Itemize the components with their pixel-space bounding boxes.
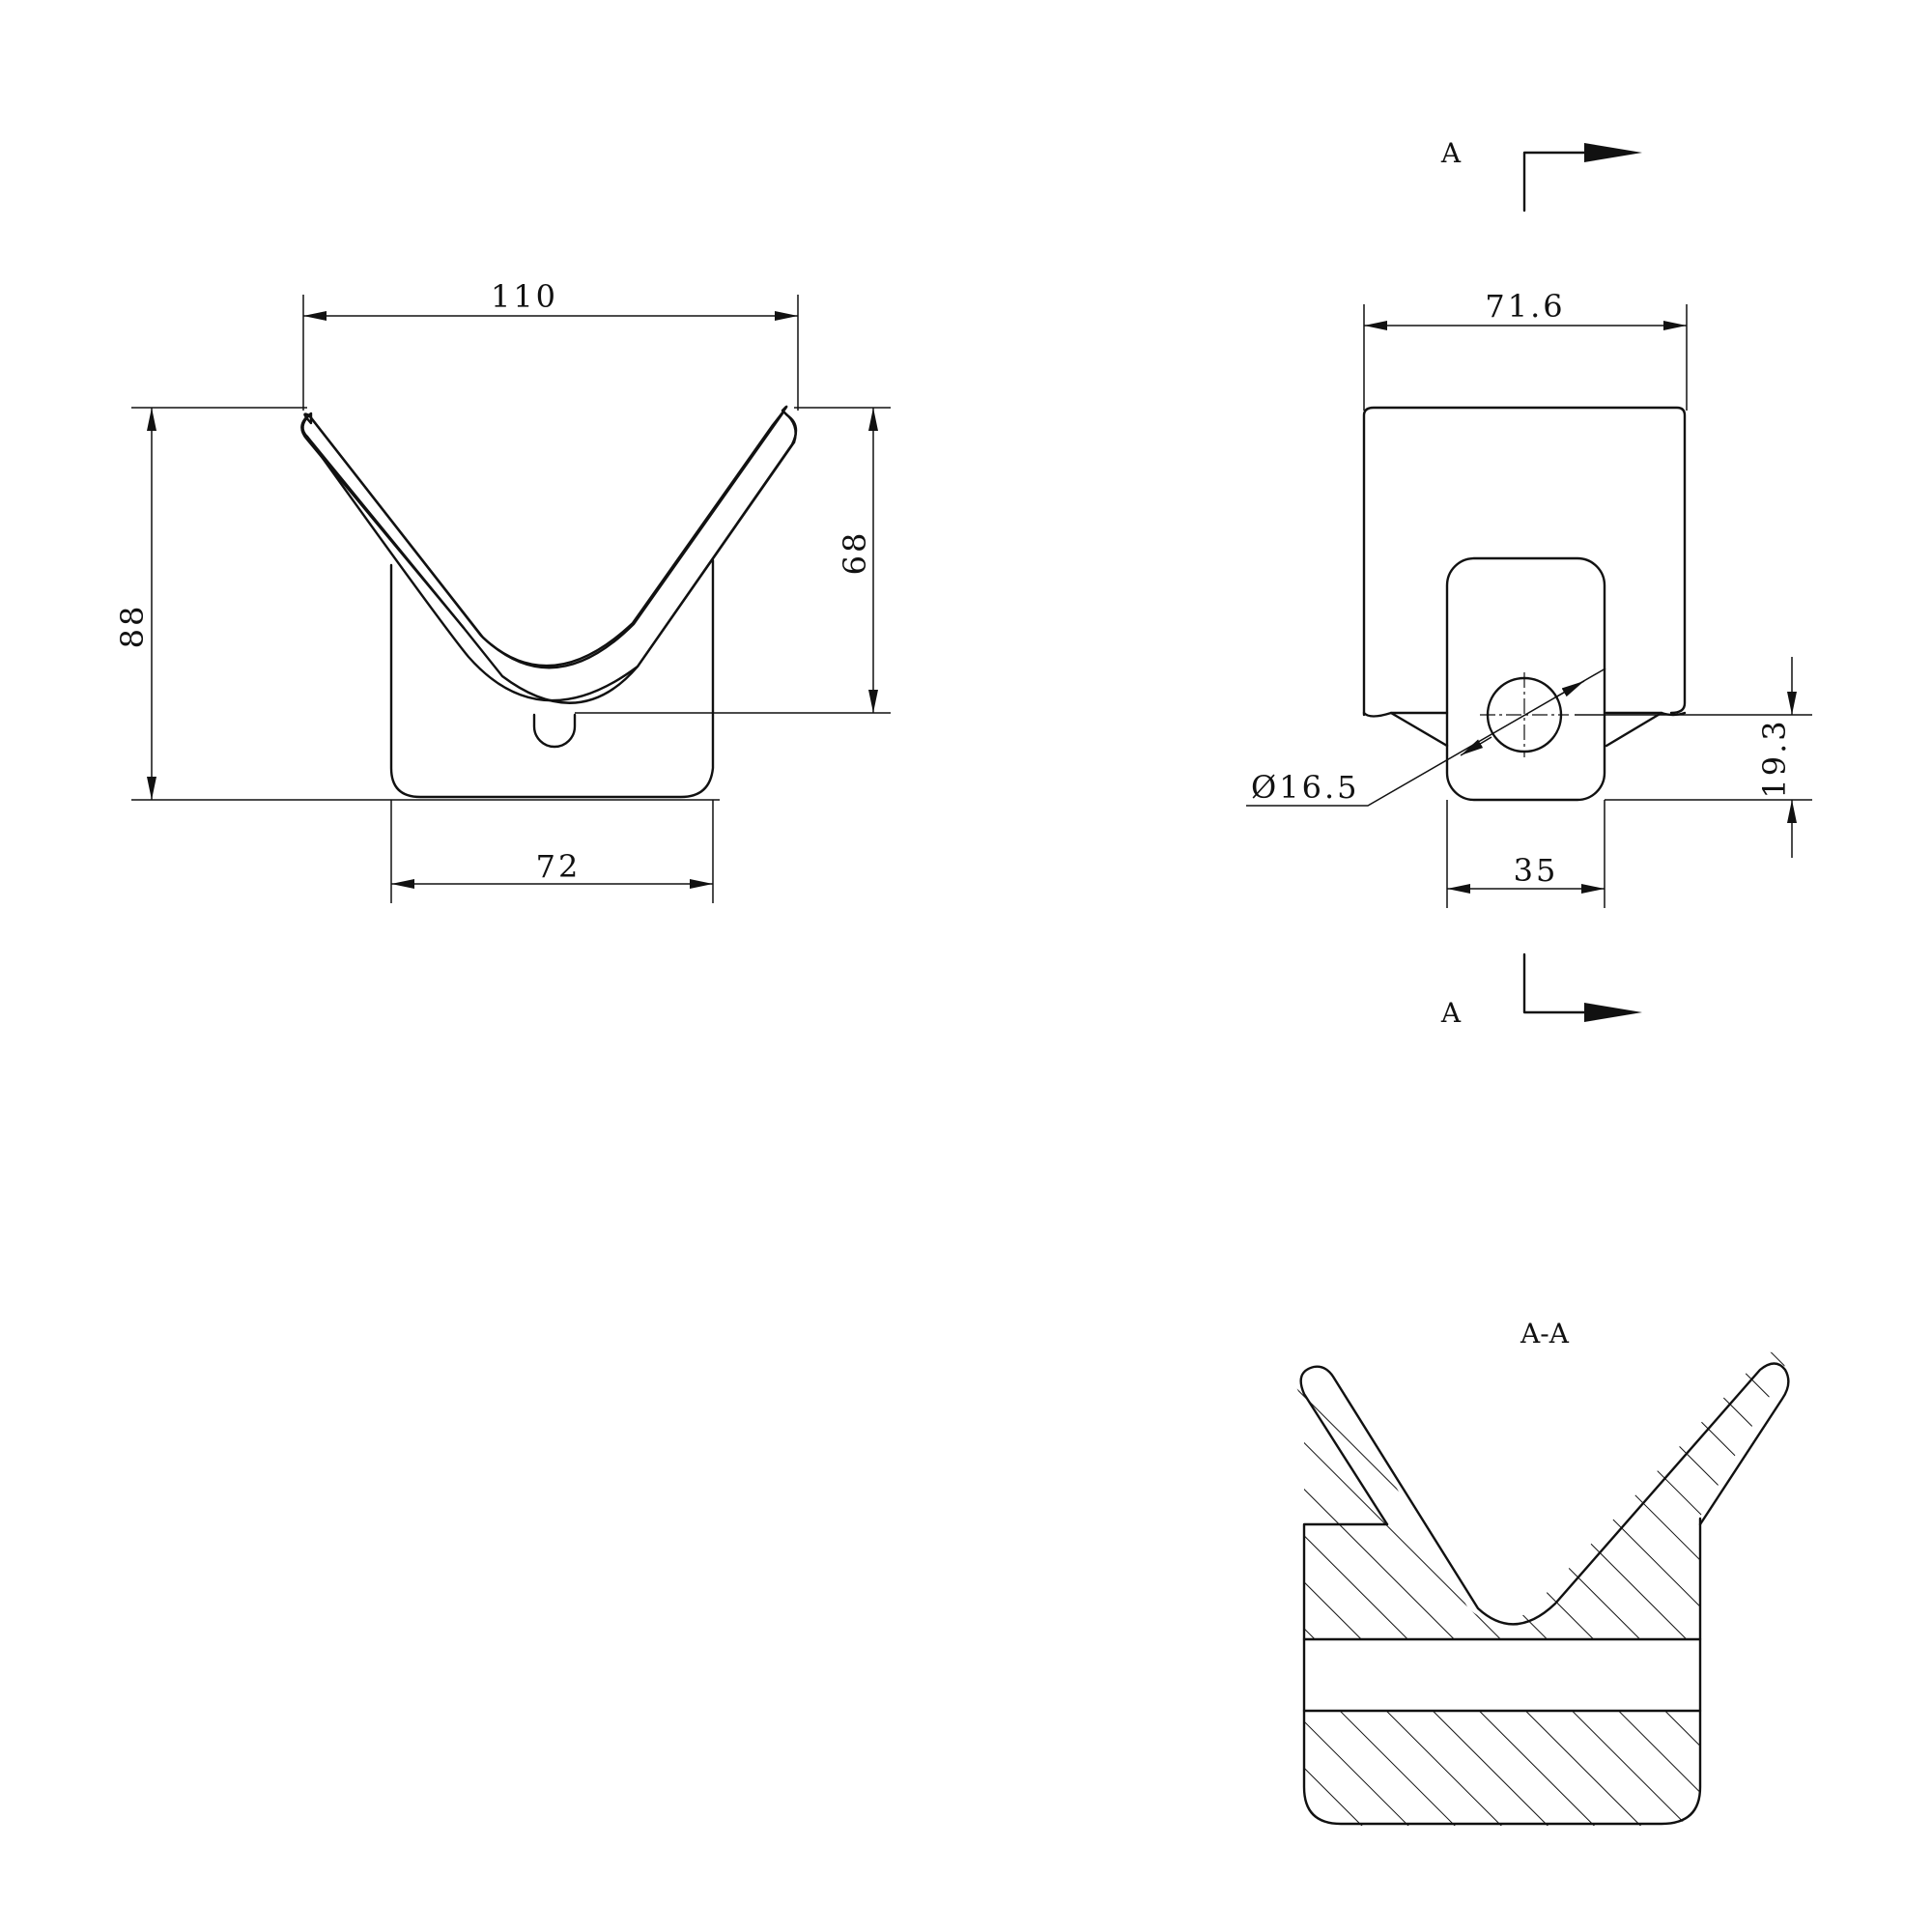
dim-88: 88 (114, 604, 151, 649)
dim-16-5: Ø16.5 (1251, 769, 1359, 806)
front-view: 110 88 68 72 (114, 278, 891, 903)
section-marker-bottom-bracket (1522, 952, 1586, 1014)
front-v-cradle (300, 405, 798, 704)
section-marker-bottom-label: A (1440, 997, 1462, 1029)
side-upper-block (1362, 406, 1687, 717)
section-title: A-A (1520, 1318, 1570, 1350)
dim-68: 68 (837, 530, 873, 576)
front-bolt-nub (532, 713, 577, 749)
dim-35: 35 (1514, 852, 1559, 889)
section-view: A-A (1295, 1318, 1790, 1826)
side-right-gusset (1605, 711, 1687, 748)
front-base-block (389, 558, 715, 799)
section-markers: A A (1440, 137, 1642, 1029)
front-v-inner-edge (307, 412, 784, 669)
section-marker-top-bracket (1522, 151, 1586, 213)
section-marker-top-label: A (1440, 137, 1462, 169)
side-lower-tab (1445, 556, 1606, 802)
dim-110: 110 (491, 278, 558, 315)
dim-diameter-leader (1246, 668, 1606, 807)
dim-19-3: 19.3 (1756, 718, 1793, 798)
section-outline (1302, 1517, 1702, 1826)
side-left-gusset (1362, 711, 1449, 748)
dim-72: 72 (536, 848, 582, 885)
section-marker-top-arrow (1584, 143, 1642, 162)
front-v-outer-edge (305, 435, 796, 702)
side-view: 71.6 Ø16.5 19.3 35 (1246, 288, 1812, 908)
section-marker-bottom-arrow (1584, 1003, 1642, 1022)
dim-71-6: 71.6 (1485, 288, 1565, 325)
